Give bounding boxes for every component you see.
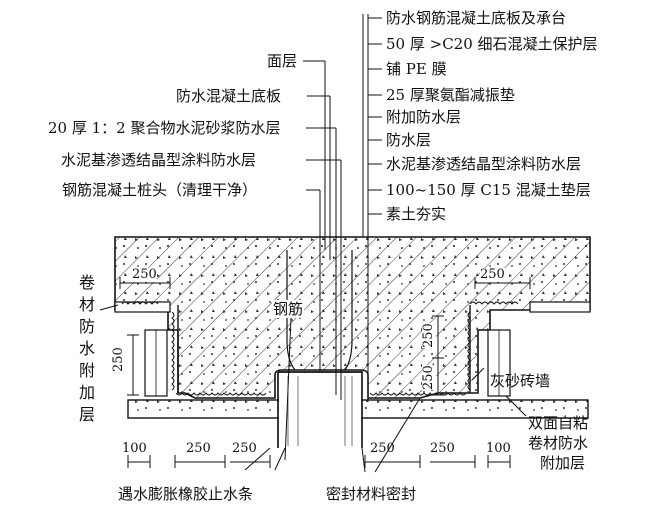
label-cushion: 100~150 厚 C15 混凝土垫层 bbox=[386, 181, 591, 199]
label-steel: 钢筋 bbox=[272, 300, 305, 318]
label-crystalline-coating-right: 水泥基渗透结晶型涂料防水层 bbox=[386, 155, 582, 173]
label-self-adhesive-2: 卷材防水 bbox=[528, 434, 589, 452]
dim-bottom-3: 250 bbox=[232, 441, 257, 456]
label-protection-layer: 50 厚 >C20 细石混凝土保护层 bbox=[386, 35, 598, 53]
label-pe-film: 铺 PE 膜 bbox=[386, 60, 447, 78]
label-waterproof-slab: 防水混凝土底板 bbox=[176, 87, 282, 105]
label-sealant: 密封材料密封 bbox=[326, 485, 417, 503]
label-crystalline-coating-left: 水泥基渗透结晶型涂料防水层 bbox=[61, 151, 257, 169]
label-self-adhesive-3: 附加层 bbox=[540, 454, 586, 472]
dim-top-right: 250 bbox=[480, 267, 505, 282]
label-mortar-layer: 20 厚 1：2 聚合物水泥砂浆防水层 bbox=[48, 119, 281, 137]
label-waterstop: 遇水膨胀橡胶止水条 bbox=[118, 485, 254, 503]
label-damping-pad: 25 厚聚氨酯减振垫 bbox=[386, 86, 515, 104]
left-ledge bbox=[114, 301, 171, 313]
vertical-char: 水 bbox=[78, 339, 95, 358]
label-additional-waterproof: 附加防水层 bbox=[386, 108, 462, 126]
dim-top-left: 250 bbox=[132, 267, 157, 282]
vertical-char: 层 bbox=[78, 405, 95, 424]
label-waterproof-layer: 防水层 bbox=[386, 131, 432, 149]
left-leaders bbox=[303, 60, 342, 400]
label-rammed-soil: 素土夯实 bbox=[386, 205, 447, 223]
dim-right-vert-lower: 250 bbox=[421, 365, 436, 390]
rebar bbox=[286, 250, 353, 371]
dimension-lines bbox=[119, 277, 531, 468]
label-slab-and-cap: 防水钢筋混凝土底板及承台 bbox=[386, 9, 567, 27]
vertical-char: 加 bbox=[78, 383, 95, 402]
dim-bottom-1: 100 bbox=[122, 441, 147, 456]
label-brick-wall: 灰砂砖墙 bbox=[490, 372, 551, 390]
vertical-char: 材 bbox=[78, 295, 95, 314]
label-surface-layer: 面层 bbox=[267, 52, 298, 70]
right-ledge bbox=[529, 301, 591, 313]
membrane-left bbox=[121, 301, 267, 396]
label-membrane-additional-layer: 卷 材 防 水 附 加 层 bbox=[78, 272, 96, 426]
dim-bottom-5: 250 bbox=[430, 441, 455, 456]
dim-bottom-2: 250 bbox=[186, 441, 211, 456]
label-self-adhesive-1: 双面自粘 bbox=[528, 414, 589, 432]
right-leaders bbox=[362, 14, 382, 400]
dim-right-vert-upper: 250 bbox=[421, 323, 436, 348]
vertical-char: 防 bbox=[78, 317, 95, 336]
label-pile-head: 钢筋混凝土桩头（清理干净） bbox=[62, 181, 258, 199]
dim-bottom-4: 250 bbox=[370, 441, 395, 456]
dim-bottom-6: 100 bbox=[486, 441, 511, 456]
dim-left-vert: 250 bbox=[111, 347, 126, 372]
steel-leader bbox=[284, 317, 292, 461]
surface-layer bbox=[115, 237, 590, 249]
vertical-char: 附 bbox=[78, 361, 95, 380]
vertical-char: 卷 bbox=[78, 273, 95, 292]
